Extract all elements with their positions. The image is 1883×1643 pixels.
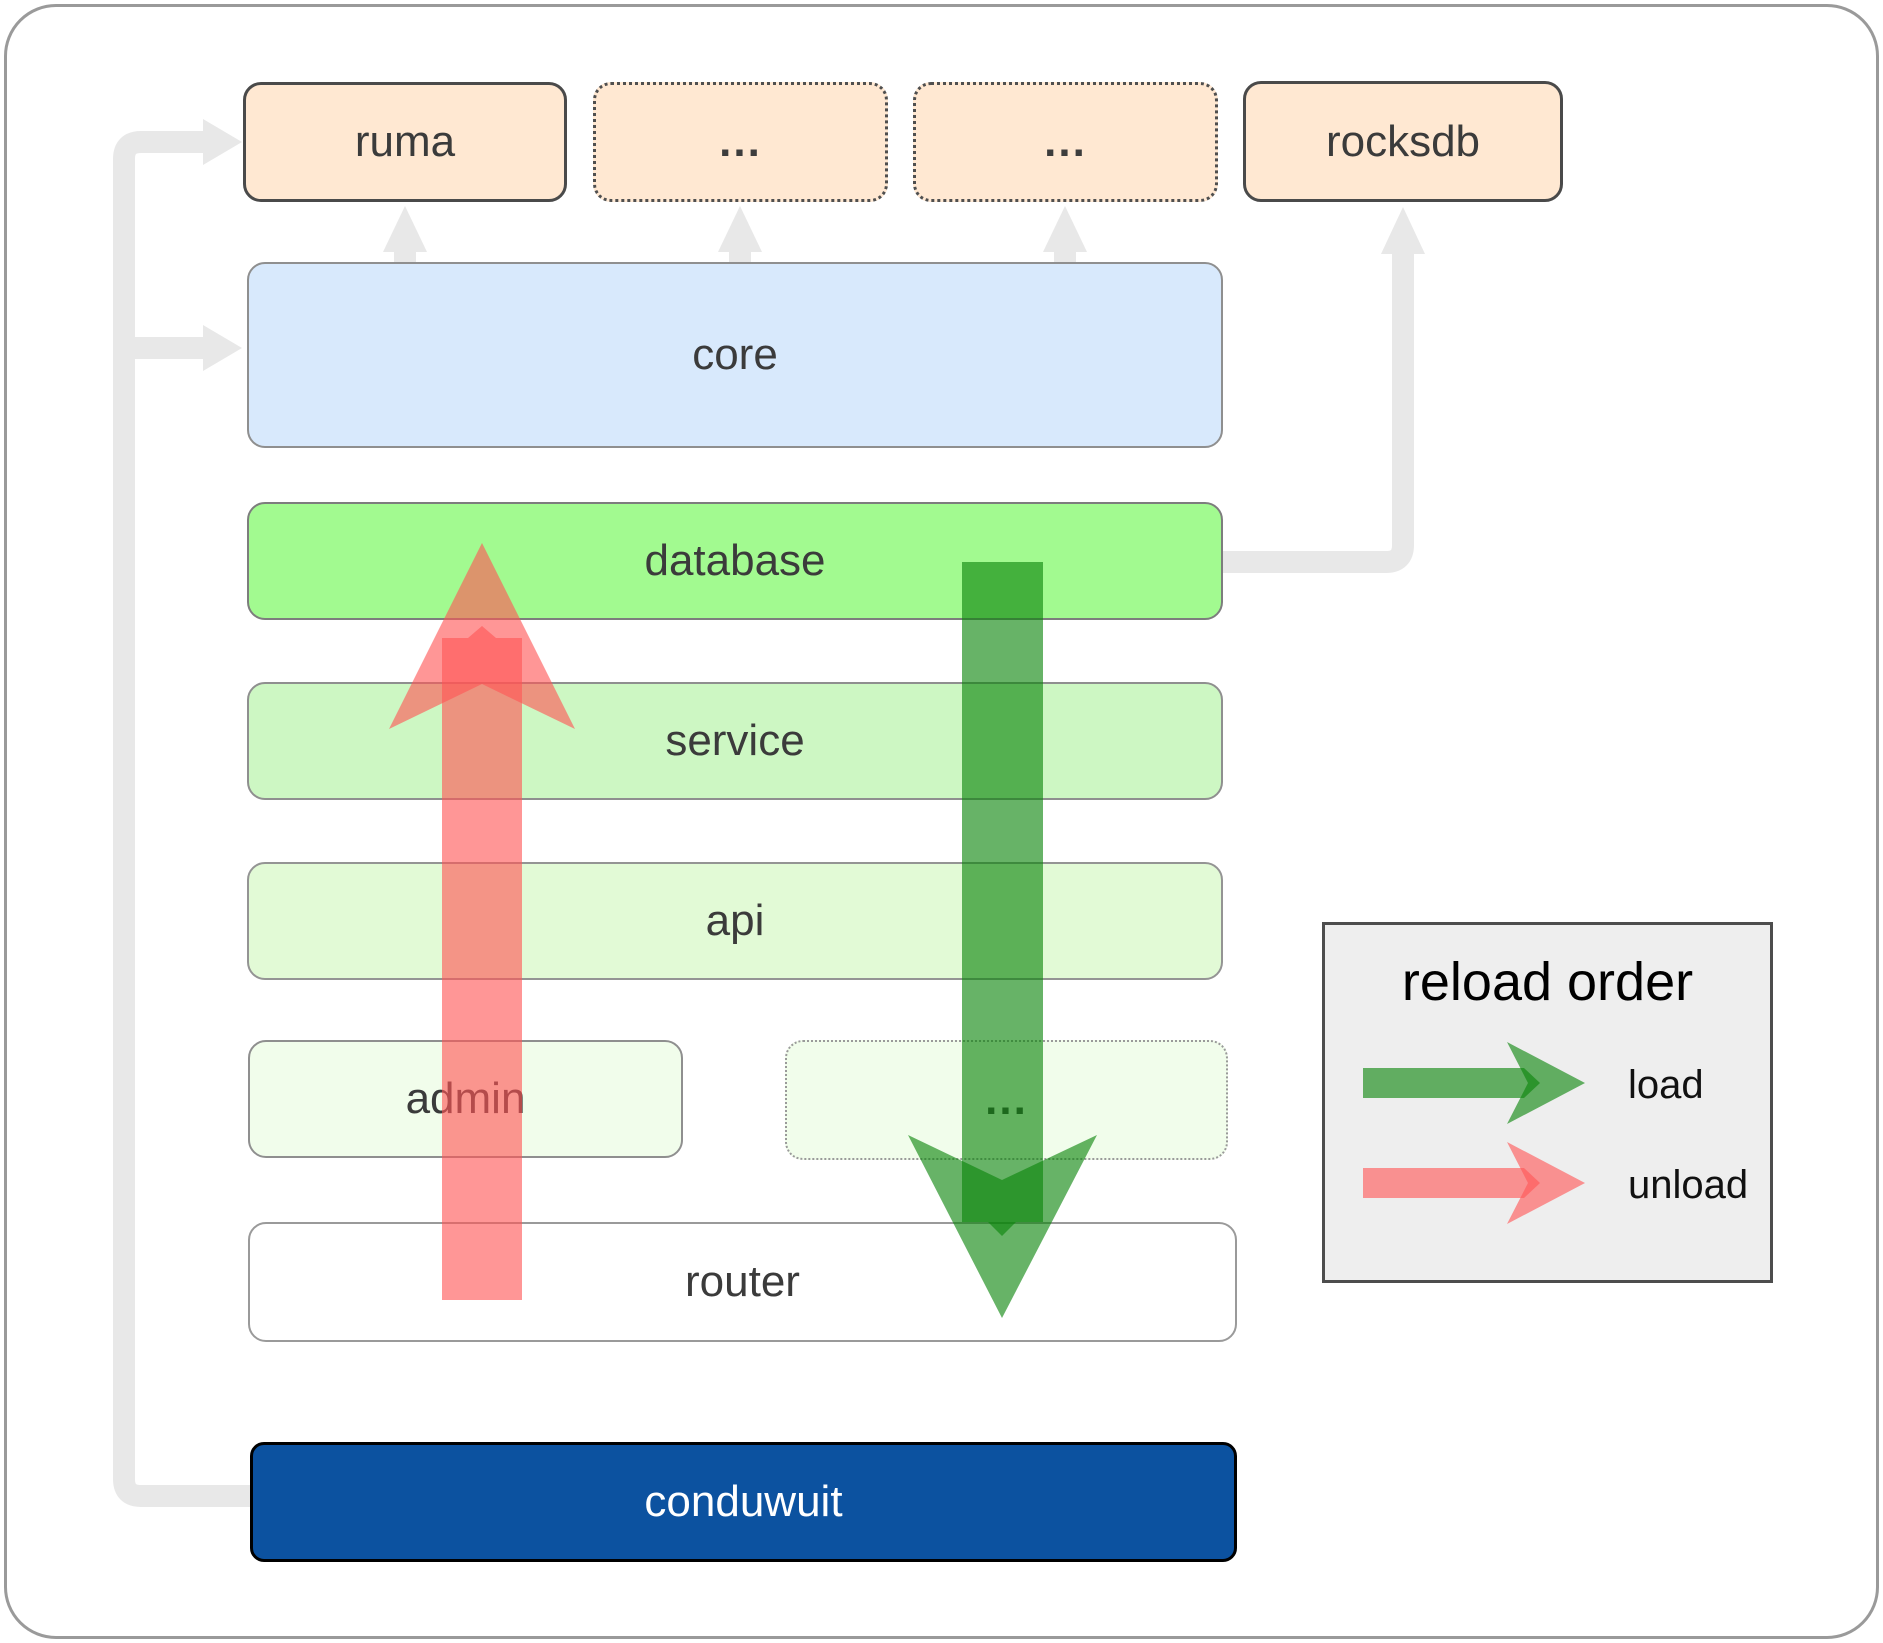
- node-external-2-label: ...: [1044, 117, 1087, 166]
- node-core-label: core: [692, 330, 778, 379]
- node-ruma: ruma: [243, 82, 567, 202]
- legend-unload-label: unload: [1628, 1163, 1749, 1207]
- node-ruma-label: ruma: [354, 117, 456, 166]
- node-admin: admin: [248, 1040, 683, 1158]
- legend-load-label: load: [1628, 1063, 1704, 1107]
- node-external-1-label: ...: [719, 117, 762, 166]
- node-api: api: [247, 862, 1223, 980]
- legend-title: reload order: [1401, 952, 1694, 1012]
- node-conduwuit-label: conduwuit: [644, 1477, 843, 1526]
- node-conduwuit: conduwuit: [250, 1442, 1237, 1562]
- diagram-outer-frame: [4, 4, 1879, 1639]
- node-external-3: ...: [785, 1040, 1228, 1160]
- legend: reload order load unload: [1322, 922, 1773, 1283]
- node-database: database: [247, 502, 1223, 620]
- node-router: router: [248, 1222, 1237, 1342]
- node-rocksdb-label: rocksdb: [1325, 116, 1481, 166]
- node-api-label: api: [705, 896, 765, 945]
- node-admin-label: admin: [405, 1074, 526, 1123]
- node-service: service: [247, 682, 1223, 800]
- node-router-label: router: [685, 1257, 800, 1306]
- node-core: core: [247, 262, 1223, 448]
- node-external-1: ...: [593, 82, 888, 202]
- node-external-3-label: ...: [985, 1075, 1028, 1124]
- node-database-label: database: [644, 536, 826, 585]
- node-service-label: service: [665, 716, 805, 765]
- node-external-2: ...: [913, 82, 1218, 202]
- node-rocksdb: rocksdb: [1243, 81, 1563, 202]
